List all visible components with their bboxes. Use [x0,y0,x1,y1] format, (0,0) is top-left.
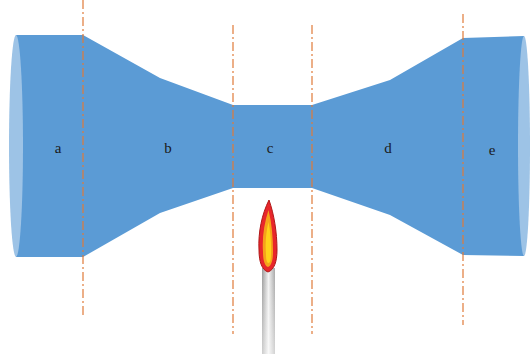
inlet-cap [9,35,23,257]
flame-inner [263,210,273,267]
outlet-cap [518,36,530,256]
section-label: a [55,141,62,156]
burner-fade [262,268,275,354]
burner-tube [262,268,275,354]
flame-outer [259,200,277,272]
section-label: b [164,141,172,156]
section-label: d [384,141,392,156]
flame-core [266,222,272,263]
section-label: e [489,143,496,158]
section-label: c [267,141,274,156]
